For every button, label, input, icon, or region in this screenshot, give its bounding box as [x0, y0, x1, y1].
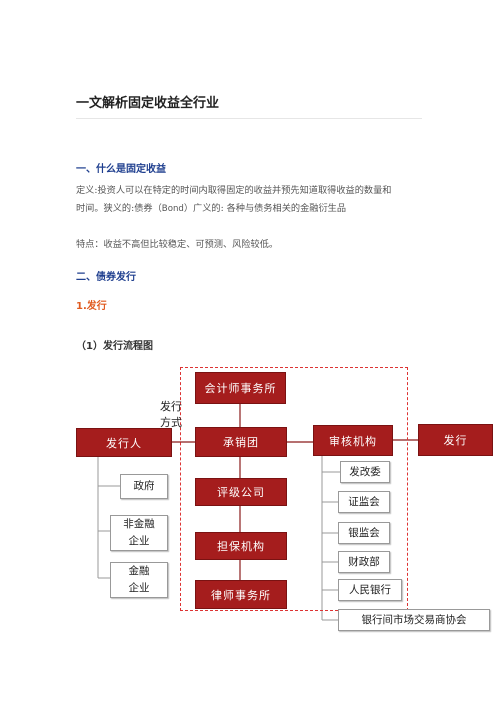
node-review-body: 审核机构: [313, 425, 393, 456]
node-underwriting-group: 承销团: [195, 427, 287, 457]
definition-line-2a: 时间。狭义的:债券（: [76, 203, 162, 214]
method-label-line-1: 发行: [160, 400, 182, 413]
node-accounting-firm: 会计师事务所: [195, 372, 286, 404]
issuance-method-label: 发行 方式: [160, 399, 182, 431]
method-label-line-2: 方式: [160, 416, 182, 429]
issuer-type-financial-enterprise: 金融 企业: [110, 562, 168, 598]
definition-bond-term: Bond: [161, 204, 184, 214]
node-guarantor: 担保机构: [195, 532, 287, 560]
subsection-heading-issuance: 1.发行: [76, 301, 107, 312]
regulator-nafmii: 银行间市场交易商协会: [338, 609, 490, 631]
features-paragraph: 特点：收益不高但比较稳定、可预测、风险较低。: [76, 239, 279, 250]
title-divider: [76, 118, 422, 119]
node-issuance: 发行: [418, 424, 493, 456]
node-rating-agency: 评级公司: [195, 478, 287, 506]
node-issuer: 发行人: [76, 428, 172, 457]
regulator-ndrc: 发改委: [340, 461, 390, 483]
regulator-ministry-of-finance: 财政部: [338, 551, 390, 573]
definition-paragraph: 定义:投资人可以在特定的时间内取得固定的收益并预先知道取得收益的数量和 时间。狭…: [76, 182, 426, 218]
regulator-csrc: 证监会: [338, 491, 390, 513]
issuer-type-non-financial-enterprise: 非金融 企业: [110, 515, 168, 551]
node-law-firm: 律师事务所: [195, 580, 287, 609]
regulator-cbrc: 银监会: [338, 522, 390, 544]
regulator-pboc: 人民银行: [338, 579, 402, 601]
intermediary-group-boundary: [180, 367, 408, 611]
section-heading-bond-issuance: 二、债券发行: [76, 272, 136, 283]
page-title: 一文解析固定收益全行业: [76, 96, 220, 111]
definition-line-2b: ）广义的: 各种与债务相关的金融衍生品: [183, 203, 347, 214]
figure-heading: （1）发行流程图: [76, 341, 153, 352]
issuer-type-government: 政府: [120, 474, 168, 499]
section-heading-what-is-fixed-income: 一、什么是固定收益: [76, 164, 166, 175]
definition-line-1: 定义:投资人可以在特定的时间内取得固定的收益并预先知道取得收益的数量和: [76, 185, 392, 196]
